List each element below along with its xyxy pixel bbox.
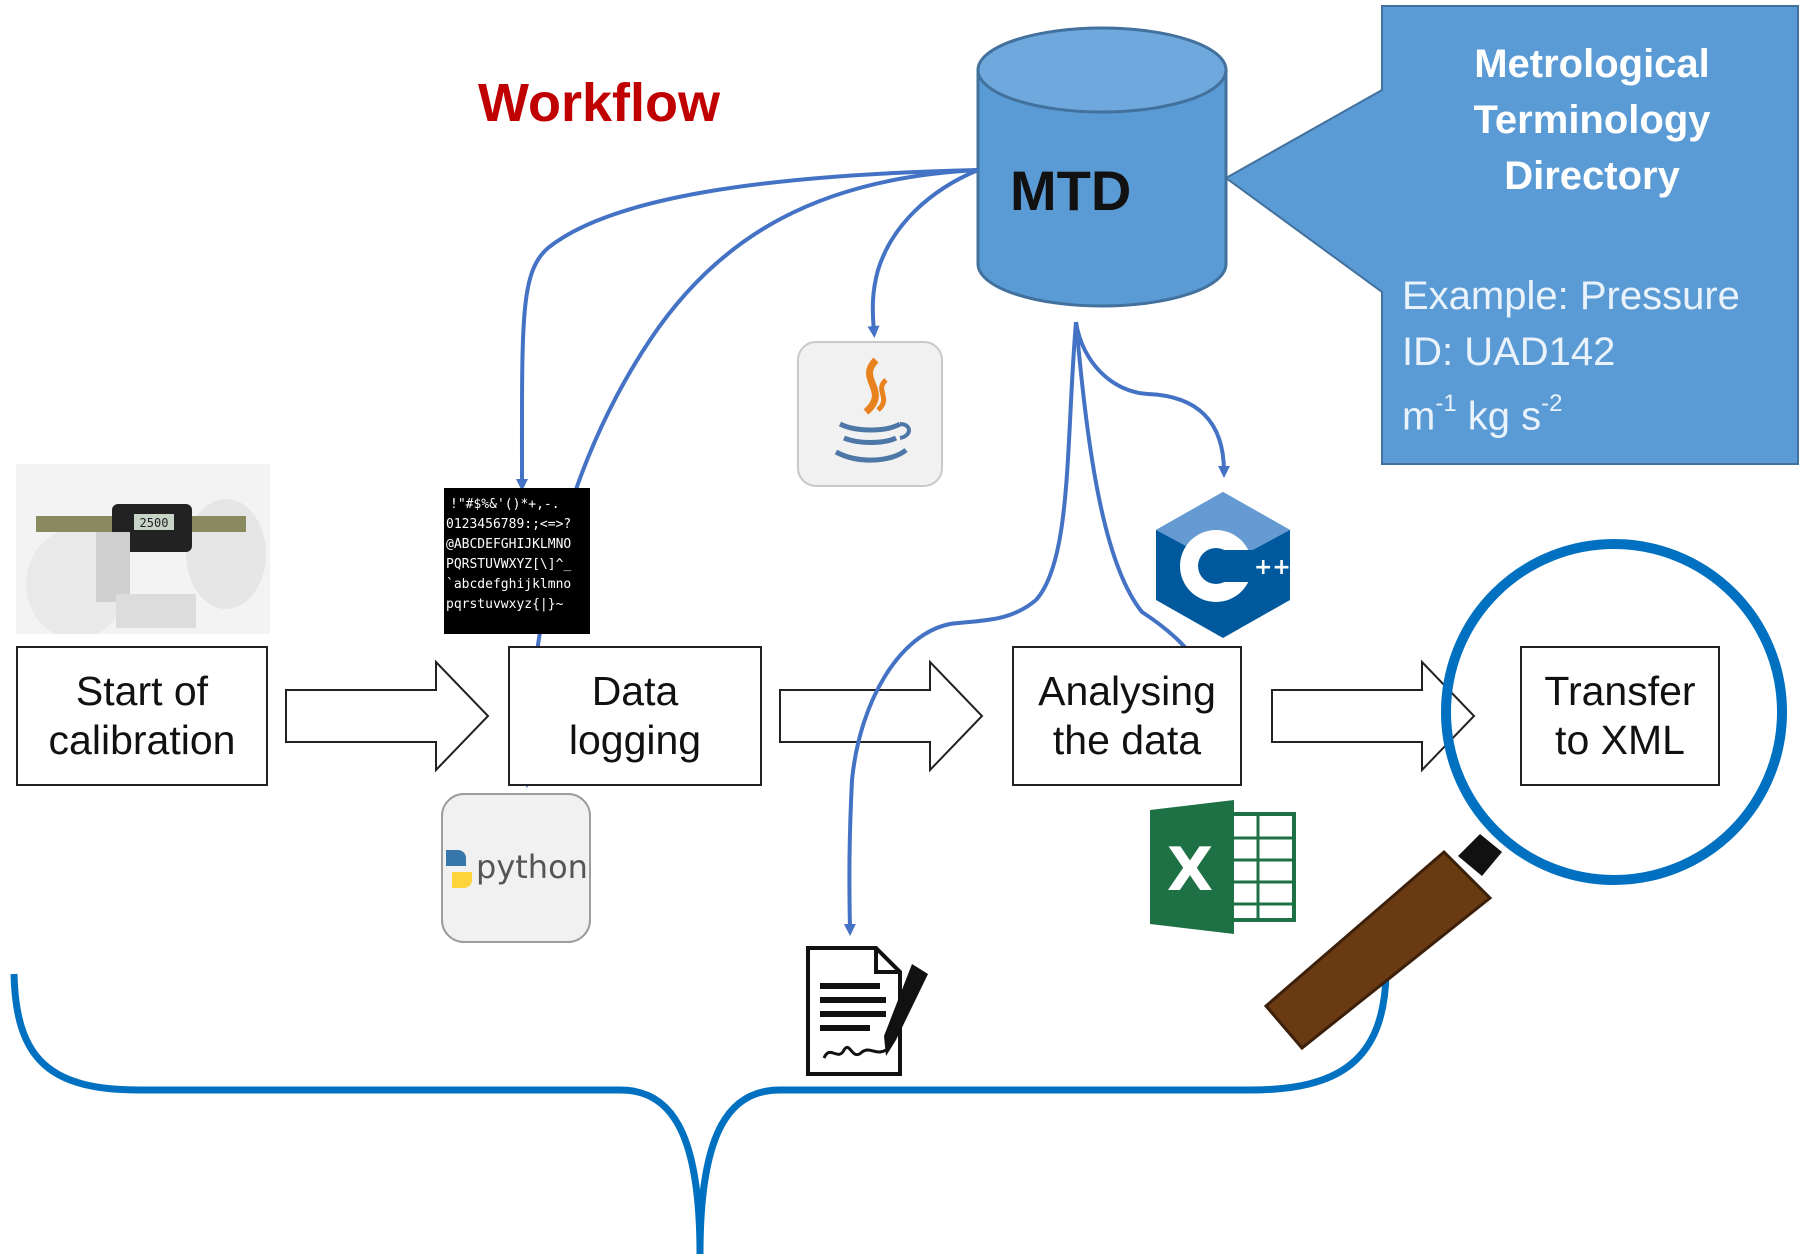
callout-example: Example: Pressure ID: UAD142 m-1 kg s-2 — [1402, 268, 1740, 444]
connector-to-cpp — [1074, 321, 1230, 478]
connector-to-terminal — [515, 168, 979, 491]
workflow-title: Workflow — [478, 73, 720, 133]
terminal-ascii-icon: !"#$%&'()*+,-. 0123456789:;<=>? @ABCDEFG… — [444, 488, 590, 634]
svg-text:2500: 2500 — [140, 516, 169, 530]
excel-logo-icon: X — [1150, 800, 1296, 934]
step-label: the data — [1052, 717, 1202, 763]
connector-to-document — [843, 321, 1078, 936]
svg-text:X: X — [1167, 835, 1213, 905]
flow-arrow-1 — [285, 659, 490, 773]
callout-title: Metrological Terminology Directory — [1386, 36, 1798, 204]
callout-example-quantity: Example: Pressure — [1402, 274, 1740, 318]
step-label: Transfer — [1544, 667, 1696, 714]
callout-title-line: Metrological — [1474, 42, 1710, 86]
callout-example-unit: m-1 kg s-2 — [1402, 390, 1563, 439]
mtd-database-icon — [976, 26, 1228, 308]
svg-text:python: python — [476, 848, 588, 886]
svg-text:@ABCDEFGHIJKLMNO: @ABCDEFGHIJKLMNO — [446, 537, 571, 552]
svg-text:`abcdefghijklmno: `abcdefghijklmno — [446, 577, 571, 592]
cpp-logo-icon: ++ — [1156, 492, 1291, 638]
svg-text:PQRSTUVWXYZ[\]^_: PQRSTUVWXYZ[\]^_ — [446, 557, 571, 572]
flow-arrow-2 — [779, 659, 984, 773]
step-label: Start of — [75, 667, 209, 714]
curly-brace — [10, 973, 1390, 1255]
step-label: calibration — [48, 717, 236, 763]
step-label: to XML — [1555, 717, 1685, 763]
connector-to-java — [867, 168, 979, 338]
mtd-label: MTD — [1010, 159, 1132, 222]
java-logo-icon — [797, 341, 943, 487]
flow-arrows — [285, 659, 1476, 773]
svg-text:++: ++ — [1254, 555, 1291, 580]
svg-text:0123456789:;<=>?: 0123456789:;<=>? — [446, 517, 571, 532]
callout-title-line: Directory — [1504, 154, 1680, 198]
step-label: Data — [591, 667, 679, 714]
svg-text:!"#$%&'()*+,-.: !"#$%&'()*+,-. — [450, 497, 560, 512]
callout-title-line: Terminology — [1473, 98, 1711, 142]
step-label: logging — [568, 717, 702, 763]
signed-document-icon — [806, 946, 928, 1076]
caliper-photo-icon: 2500 — [16, 464, 270, 634]
magnifying-glass-icon — [1263, 539, 1787, 1051]
python-logo-icon: python — [441, 793, 591, 943]
callout-example-id: ID: UAD142 — [1402, 330, 1616, 374]
callout-shape — [1224, 5, 1799, 465]
svg-text:pqrstuvwxyz{|}~: pqrstuvwxyz{|}~ — [446, 597, 564, 612]
step-label: Analysing — [1038, 667, 1216, 714]
